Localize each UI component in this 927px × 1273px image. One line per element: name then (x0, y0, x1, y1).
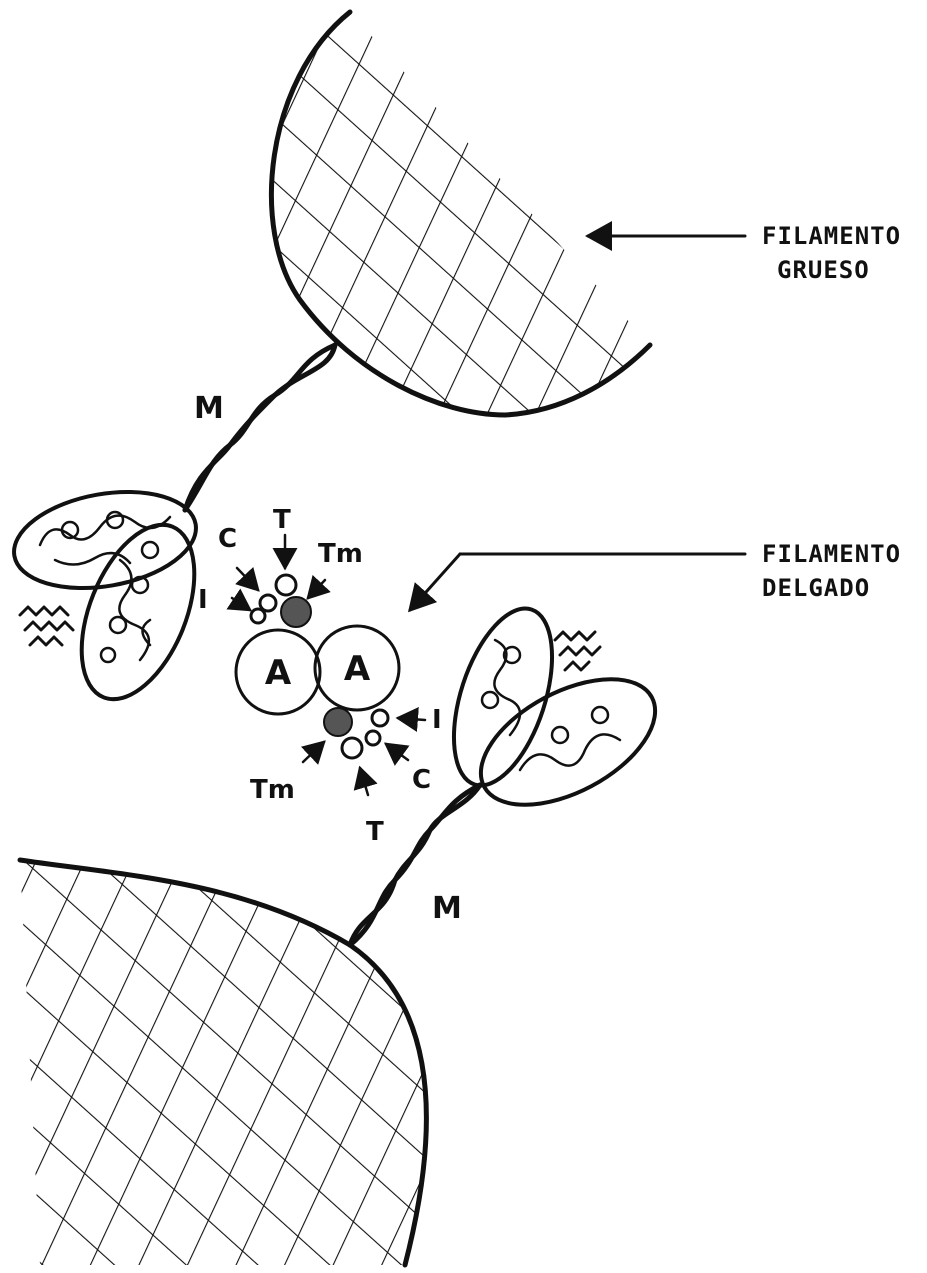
thick-filament-top (271, 12, 650, 415)
light-chain-zigzag-top (20, 607, 73, 645)
troponin-t-bottom (342, 738, 362, 758)
troponin-c-label-bottom: C (412, 765, 431, 795)
troponin-i-bottom (372, 710, 388, 726)
troponin-i-top (251, 609, 265, 623)
troponin-i-label-top: I (198, 585, 208, 615)
troponin-c-label-top: C (218, 524, 237, 554)
troponin-t-label-top: T (273, 505, 291, 535)
tropomyosin-label-top: Tm (318, 539, 363, 569)
troponin-t-label-bottom: T (366, 817, 384, 847)
light-chain-zigzag-bottom (555, 632, 600, 670)
tropomyosin-label-bottom: Tm (250, 775, 295, 805)
thick-filament-label-line1: FILAMENTO (762, 222, 901, 250)
actin-label-left: A (265, 653, 292, 693)
thin-filament-label-line2: DELGADO (762, 574, 870, 602)
troponin-i-label-bottom: I (432, 705, 442, 735)
myosin-head-bottom-2 (461, 653, 676, 830)
actin-label-right: A (344, 649, 371, 689)
myosin-head-top-1 (6, 479, 203, 602)
troponin-c-bottom (366, 731, 380, 745)
myosin-label-top: M (194, 391, 224, 426)
myosin-label-bottom: M (432, 891, 462, 926)
tropomyosin-top (281, 597, 311, 627)
thin-filament-cross-section (236, 575, 399, 758)
thick-filament-label-line2: GRUESO (777, 256, 870, 284)
troponin-t-top (276, 575, 296, 595)
thin-filament-label-line1: FILAMENTO (762, 540, 901, 568)
tropomyosin-bottom (324, 708, 352, 736)
myosin-head-bottom-1 (435, 597, 572, 798)
troponin-c-top (260, 595, 276, 611)
myosin-tail-top (185, 345, 335, 510)
